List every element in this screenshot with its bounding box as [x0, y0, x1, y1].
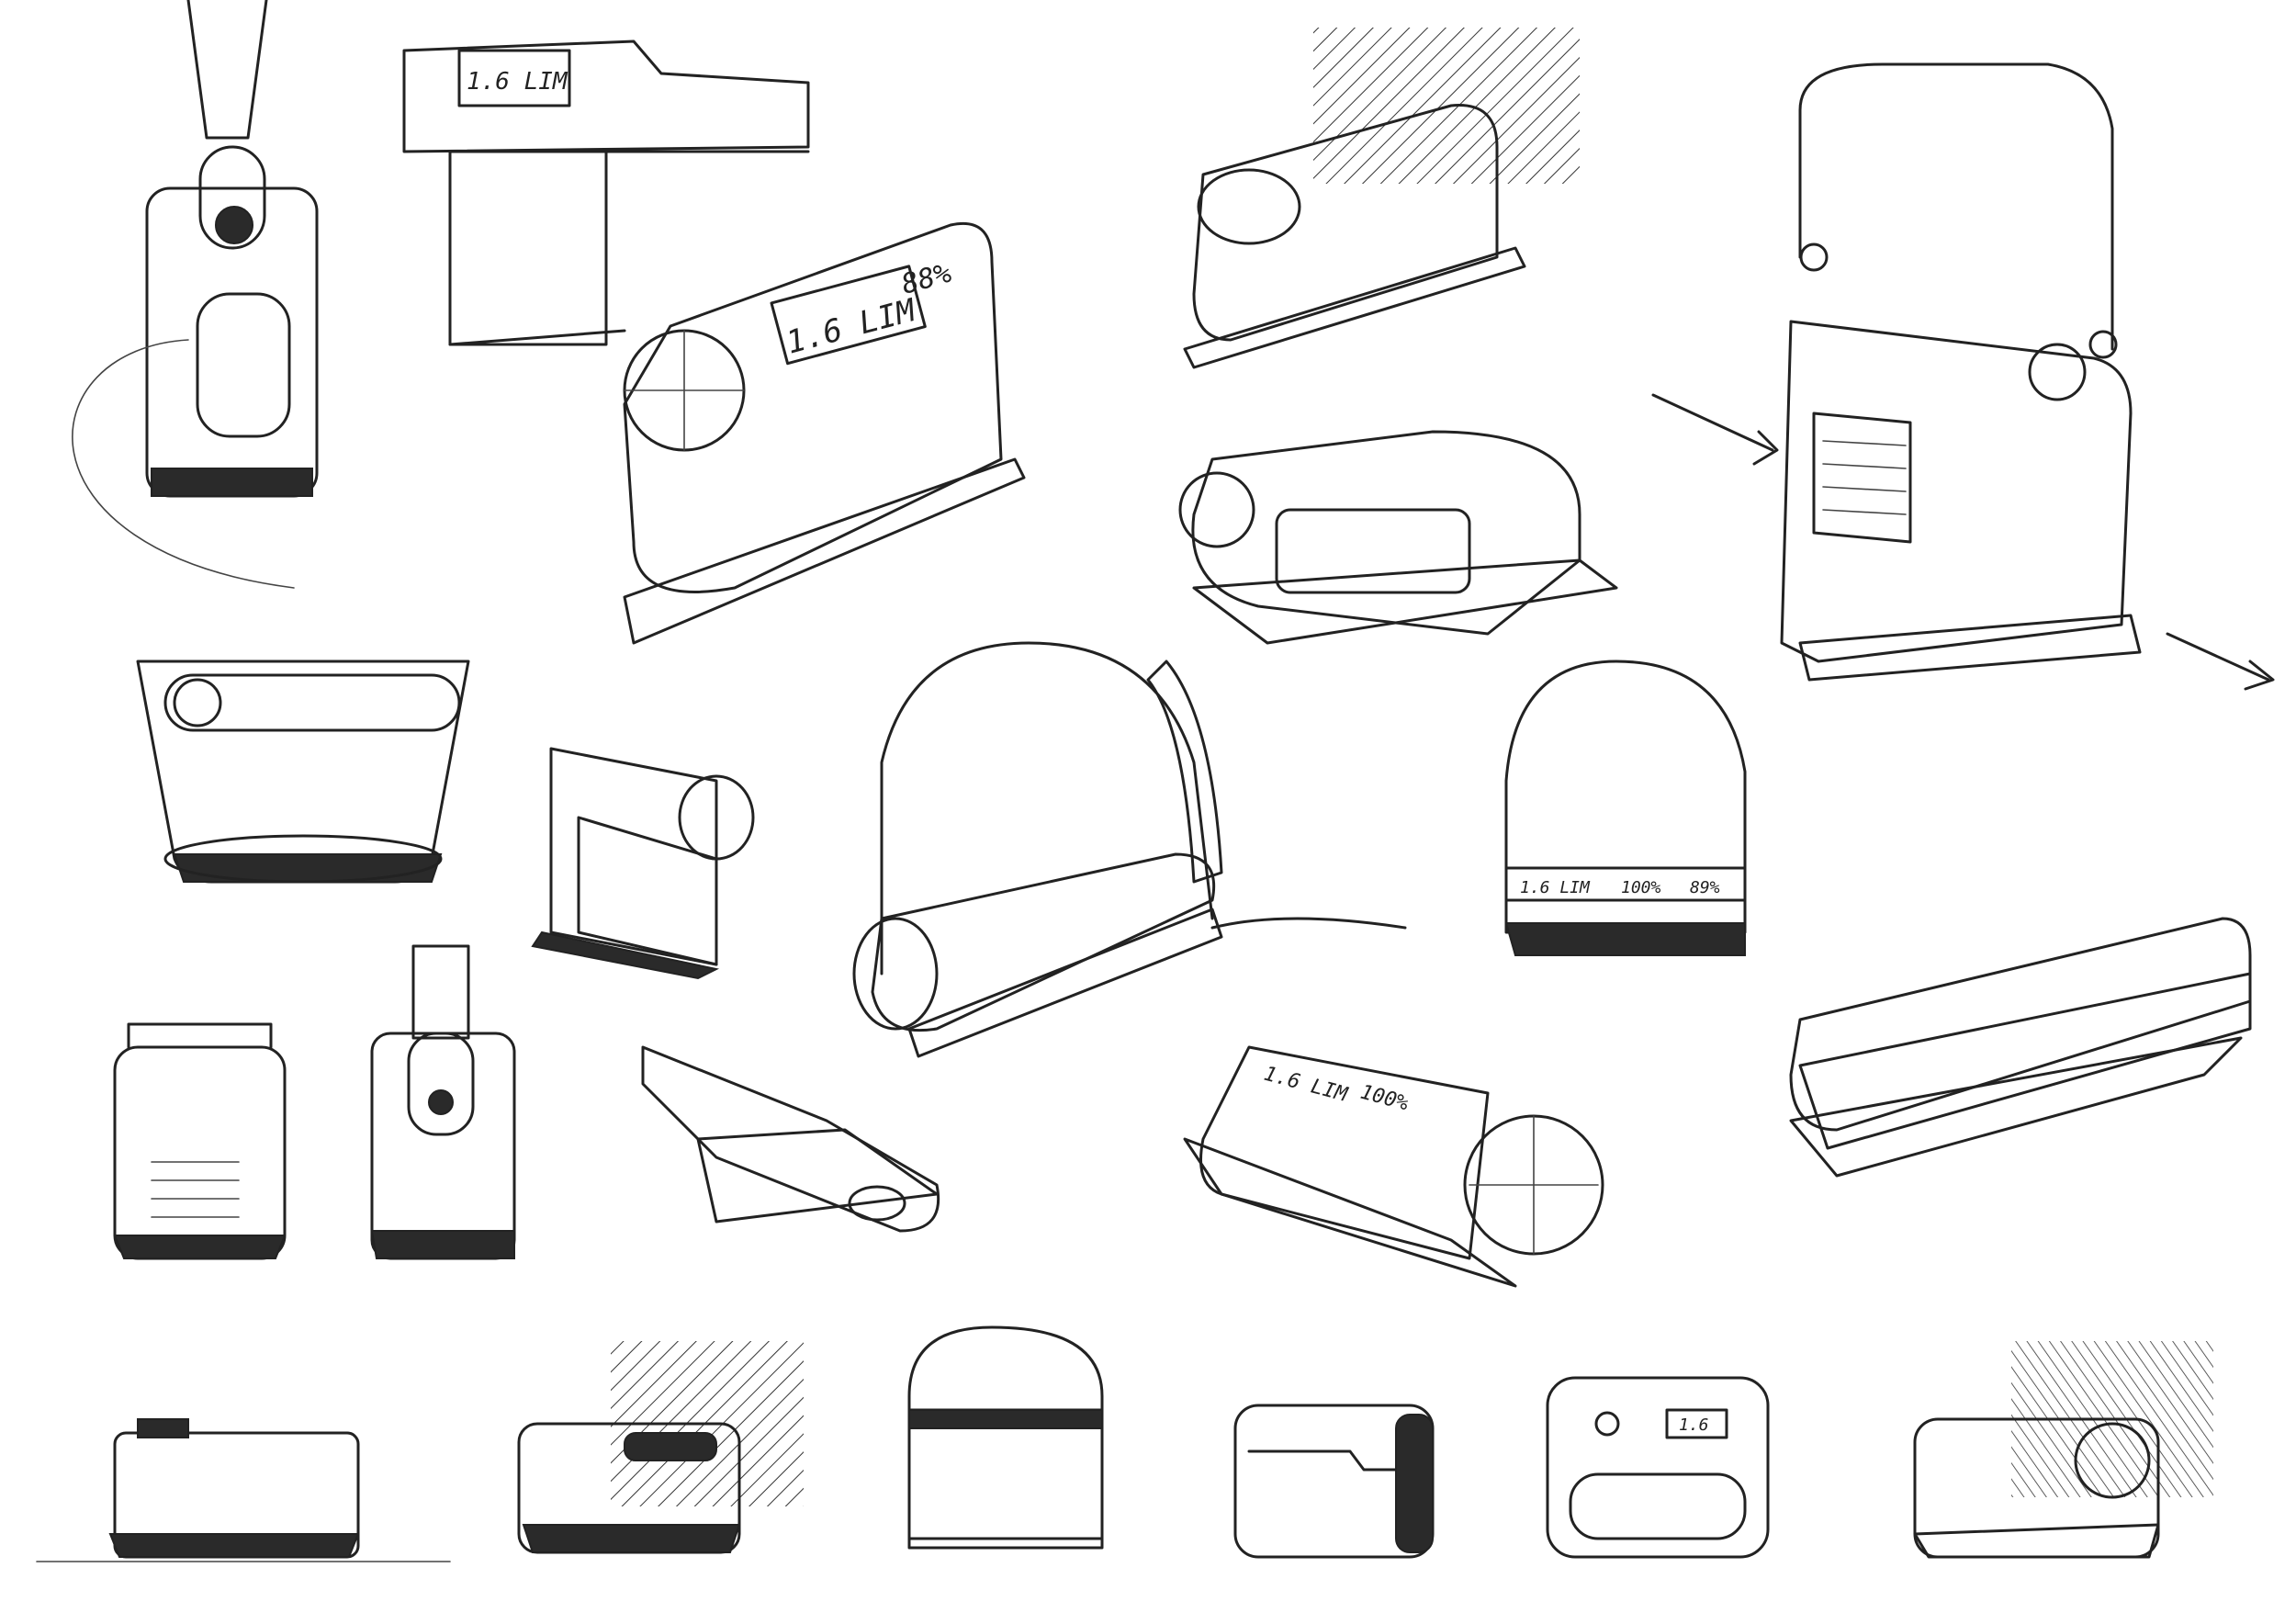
dome-capacity-label: 1.6 LIM — [1520, 878, 1591, 897]
sketch-bottom-circle-box — [1913, 1341, 2213, 1559]
tube-capacity-label: 1.6 LIM — [1261, 1063, 1350, 1107]
cap-top-label: 1.6 LIM — [467, 68, 568, 96]
tube-percent-label: 100% — [1357, 1081, 1411, 1116]
sketch-bottom-dome — [907, 1325, 1104, 1550]
dome-percent-b: 89% — [1690, 878, 1720, 897]
sketch-basket — [136, 660, 470, 884]
sketch-jar — [113, 1022, 287, 1260]
sketch-arch-device — [852, 641, 1407, 1058]
device-capacity-label: 1.6 LIM — [782, 292, 920, 362]
sketch-handle-device — [1651, 62, 2275, 691]
device-percent-label: 88% — [898, 257, 954, 301]
sketch-foam-pad — [1789, 917, 2252, 1178]
sketch-rounded-block — [1183, 28, 1580, 369]
sketch-main-device: 1.6 LIM 88% — [623, 221, 1026, 645]
sketch-roll — [531, 747, 755, 980]
sketch-strap-device — [72, 0, 319, 589]
front-display-label: 1.6 — [1679, 1415, 1709, 1435]
sketch-flat-capsule — [1178, 430, 1618, 645]
sketch-label-box: 1.6 LIM — [402, 39, 810, 346]
sketch-tube: 1.6 LIM 100% — [1183, 1045, 1604, 1288]
sketch-strap-tab — [641, 1045, 940, 1233]
sketch-bottom-box-2 — [517, 1341, 804, 1554]
sketch-dome: 1.6 LIM 100% 89% — [1504, 660, 1747, 956]
sketch-strap-pouch — [370, 944, 516, 1260]
dome-percent-a: 100% — [1621, 878, 1661, 897]
sketch-bottom-box-1 — [36, 1418, 451, 1562]
sketch-bottom-pouch — [1233, 1404, 1435, 1559]
sketch-bottom-display: 1.6 — [1546, 1376, 1770, 1559]
